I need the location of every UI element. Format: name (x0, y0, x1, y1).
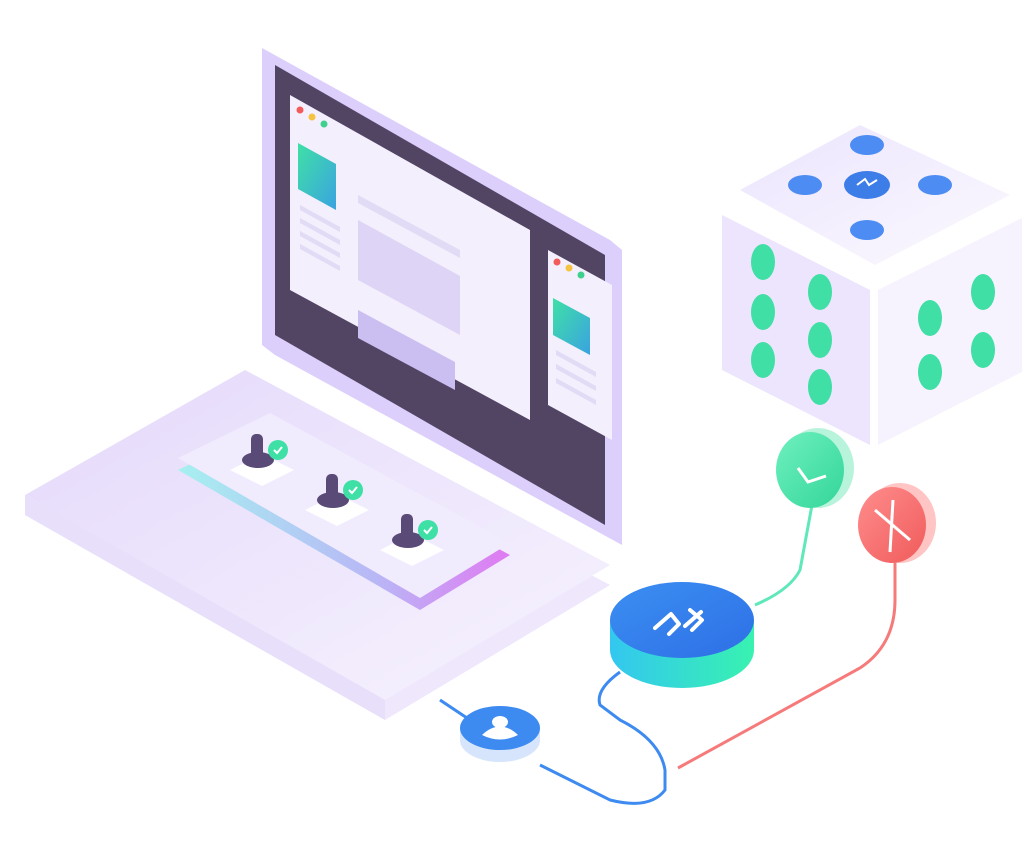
brand-logo-icon (844, 171, 890, 199)
stamp-icon (392, 532, 424, 548)
connector-user (539, 670, 667, 805)
check-icon (343, 480, 363, 500)
approval-card (178, 413, 510, 610)
dice-right-dots (918, 274, 995, 390)
laptop-screen (262, 48, 622, 545)
close-icon (874, 499, 911, 553)
image-thumbnail (298, 143, 336, 210)
stamp-icon (317, 492, 349, 508)
check-icon (796, 467, 827, 484)
browser-window-main (290, 95, 530, 420)
dice (722, 125, 1022, 445)
reject-button (858, 483, 936, 563)
dice-top-dots (788, 135, 952, 240)
stamp-item (230, 434, 294, 486)
browser-window-side (548, 250, 612, 440)
connector-approve (754, 504, 814, 607)
brand-logo-icon (653, 608, 704, 636)
check-icon (418, 520, 438, 540)
approve-button (776, 428, 854, 508)
stamp-item (305, 474, 369, 526)
connector-lines (439, 504, 897, 805)
connector-laptop (439, 698, 471, 722)
dice-left-dots (751, 244, 832, 405)
brand-disc (610, 582, 754, 688)
user-disc (460, 706, 540, 762)
image-thumbnail (553, 298, 590, 355)
user-icon (482, 716, 518, 740)
check-icon (268, 440, 288, 460)
stamp-item (380, 514, 444, 566)
stamp-icon (242, 452, 274, 468)
connector-reject (677, 560, 897, 770)
